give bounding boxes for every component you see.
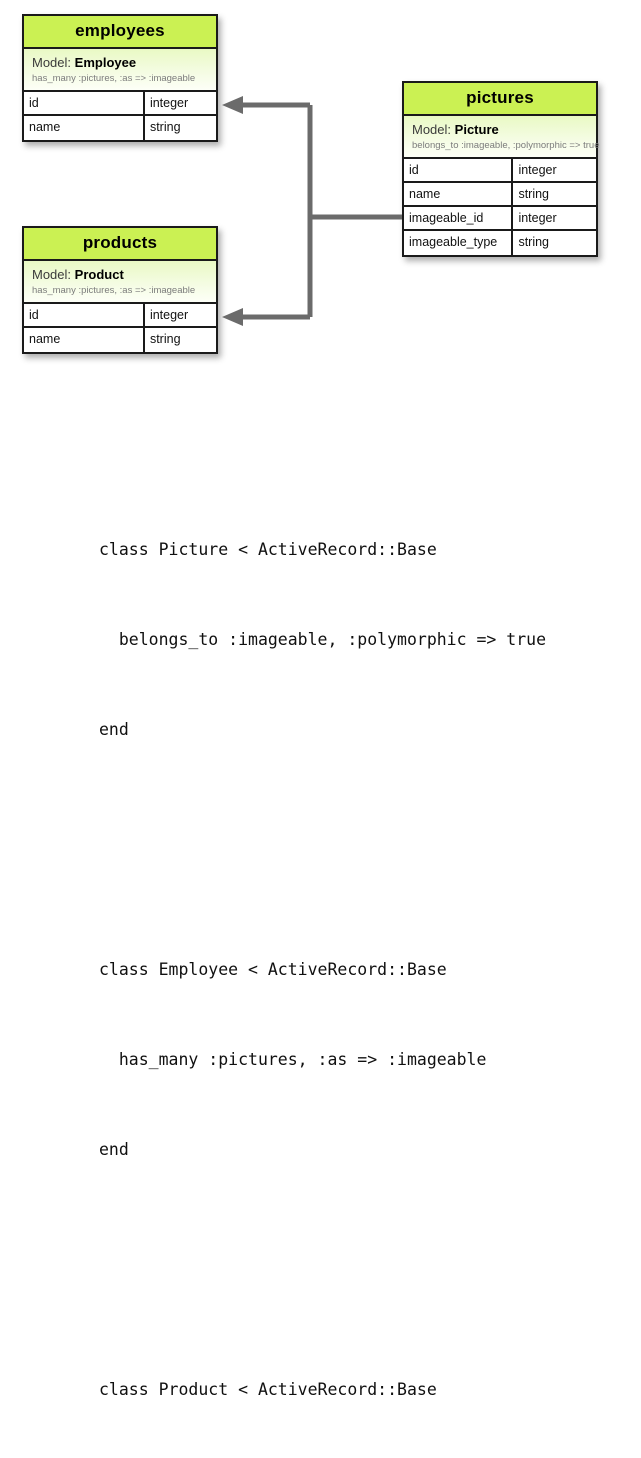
field-name: imageable_type — [404, 231, 514, 255]
code-block-picture-class: class Picture < ActiveRecord::Base belon… — [99, 475, 546, 805]
model-label: Model: — [32, 55, 72, 70]
entity-employees-model-panel: Model: Employee has_many :pictures, :as … — [24, 49, 216, 92]
model-label: Model: — [32, 267, 72, 282]
code-block: class Picture < ActiveRecord::Base belon… — [99, 415, 546, 1458]
field-name: name — [24, 116, 145, 140]
field-name: id — [24, 92, 145, 114]
code-line: belongs_to :imageable, :polymorphic => t… — [99, 630, 547, 649]
model-name: Picture — [454, 122, 499, 137]
field-type: string — [149, 332, 181, 346]
field-name: name — [24, 328, 145, 352]
entity-pictures-model-panel: Model: Picture belongs_to :imageable, :p… — [404, 116, 600, 159]
entity-employees-title: employees — [24, 16, 216, 49]
entity-products-association: has_many :pictures, :as => :imageable — [32, 285, 196, 296]
model-name: Product — [74, 267, 124, 282]
field-type: integer — [149, 308, 189, 322]
entity-pictures-association: belongs_to :imageable, :polymorphic => t… — [412, 140, 600, 151]
entity-employees[interactable]: employees Model: Employee has_many :pict… — [22, 14, 218, 142]
code-line: class Picture < ActiveRecord::Base — [99, 540, 437, 559]
table-row: imageable_type string — [404, 231, 596, 255]
code-line: class Product < ActiveRecord::Base — [99, 1380, 437, 1399]
code-line: end — [99, 720, 129, 739]
arrowhead-employees-icon — [222, 96, 243, 114]
entity-pictures-model-line: Model: Picture — [412, 122, 588, 137]
table-row: id integer — [24, 304, 216, 328]
table-row: name string — [24, 116, 216, 140]
field-type: string — [149, 120, 181, 134]
table-row: id integer — [404, 159, 596, 183]
table-row: id integer — [24, 92, 216, 116]
field-name: id — [24, 304, 145, 326]
entity-products-title: products — [24, 228, 216, 261]
entity-pictures[interactable]: pictures Model: Picture belongs_to :imag… — [402, 81, 600, 257]
table-row: name string — [24, 328, 216, 352]
field-type: string — [518, 187, 550, 201]
code-block-product-class: class Product < ActiveRecord::Base has_m… — [99, 1315, 546, 1458]
field-type: string — [518, 235, 550, 249]
field-name: name — [404, 183, 514, 205]
entity-employees-model-line: Model: Employee — [32, 55, 208, 70]
model-label: Model: — [412, 122, 452, 137]
field-type: integer — [518, 163, 557, 177]
field-type: integer — [518, 211, 557, 225]
model-name: Employee — [74, 55, 137, 70]
entity-products-model-line: Model: Product — [32, 267, 208, 282]
table-row: name string — [404, 183, 596, 207]
entity-products[interactable]: products Model: Product has_many :pictur… — [22, 226, 218, 354]
arrowhead-products-icon — [222, 308, 243, 326]
field-type: integer — [149, 96, 189, 110]
code-block-employee-class: class Employee < ActiveRecord::Base has_… — [99, 895, 546, 1225]
code-line: class Employee < ActiveRecord::Base — [99, 960, 447, 979]
code-line: has_many :pictures, :as => :imageable — [99, 1050, 487, 1069]
table-row: imageable_id integer — [404, 207, 596, 231]
field-name: imageable_id — [404, 207, 514, 229]
entity-products-model-panel: Model: Product has_many :pictures, :as =… — [24, 261, 216, 304]
field-name: id — [404, 159, 514, 181]
code-line: end — [99, 1140, 129, 1159]
entity-pictures-title: pictures — [404, 83, 596, 116]
entity-employees-association: has_many :pictures, :as => :imageable — [32, 73, 196, 84]
